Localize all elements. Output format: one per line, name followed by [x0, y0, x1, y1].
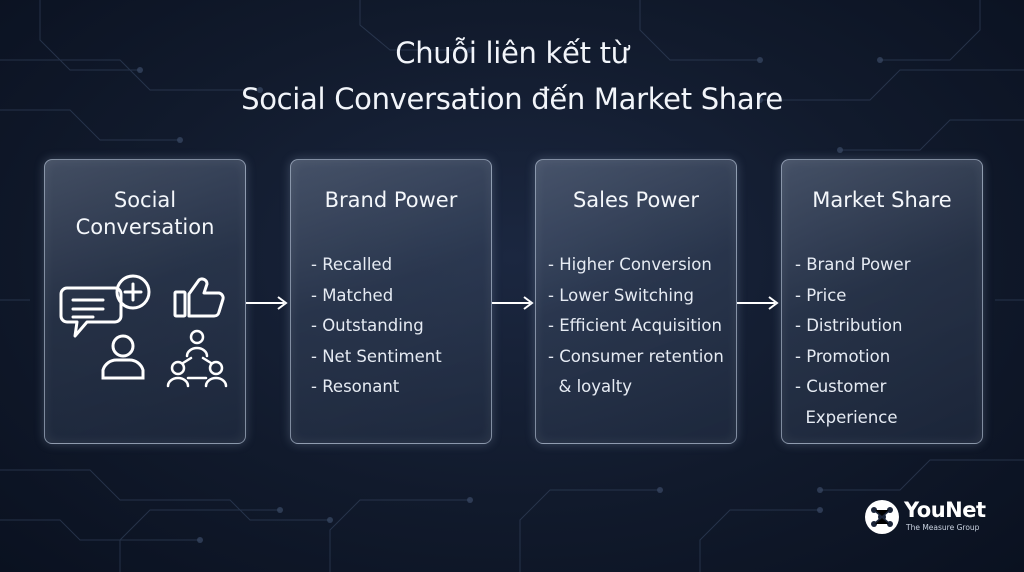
list-item: - Efficient Acquisition: [548, 316, 722, 335]
card-title: Social Conversation: [45, 187, 245, 241]
logo-tagline: The Measure Group: [906, 523, 980, 532]
page-title: Chuỗi liên kết từ Social Conversation đế…: [0, 30, 1024, 122]
arrow-2: [492, 296, 534, 310]
card-social-conversation: Social Conversation: [44, 159, 246, 444]
list-item: - Distribution: [795, 316, 903, 335]
list-item: - Price: [795, 285, 847, 305]
card-title: Brand Power: [324, 188, 458, 212]
list-item: - Brand Power: [795, 255, 911, 274]
list-item: & loyalty: [548, 377, 632, 396]
list-item: - Recalled: [311, 255, 393, 274]
user-network-icon: [166, 329, 228, 388]
thumbs-up-icon: [173, 277, 225, 318]
list-item: - Higher Conversion: [548, 255, 712, 274]
list-item: - Resonant: [311, 377, 400, 396]
card-brand-power: Brand Power - Recalled - Matched - Outst…: [290, 159, 492, 444]
list-item: - Customer: [795, 377, 887, 396]
arrow-3: [737, 296, 779, 310]
card-item-list: - Recalled - Matched - Outstanding - Net…: [311, 250, 491, 403]
arrow-1: [246, 296, 288, 310]
card-market-share: Market Share - Brand Power - Price - Dis…: [781, 159, 983, 444]
title-line-1: Chuỗi liên kết từ: [395, 36, 629, 70]
title-line-2: Social Conversation đến Market Share: [241, 82, 783, 116]
list-item: Experience: [795, 407, 898, 427]
logo-name: YouNet: [904, 498, 986, 522]
list-item: - Net Sentiment: [311, 346, 442, 366]
card-item-list: - Brand Power - Price - Distribution - P…: [795, 250, 982, 433]
list-item: - Consumer retention: [548, 346, 724, 366]
social-icons-group: [59, 274, 228, 388]
card-sales-power: Sales Power - Higher Conversion - Lower …: [535, 159, 737, 444]
card-title-line-2: Conversation: [75, 215, 215, 239]
card-title: Sales Power: [572, 188, 700, 212]
list-item: - Outstanding: [311, 316, 424, 335]
user-icon: [101, 334, 145, 380]
card-title-line-1: Social: [113, 188, 177, 212]
younet-logo-icon: [865, 500, 899, 534]
younet-logo: YouNet The Measure Group: [864, 497, 994, 537]
list-item: - Promotion: [795, 346, 891, 366]
list-item: - Lower Switching: [548, 285, 694, 305]
chat-plus-icon: [59, 274, 151, 338]
card-title: Market Share: [812, 188, 952, 212]
list-item: - Matched: [311, 285, 394, 305]
card-item-list: - Higher Conversion - Lower Switching - …: [548, 250, 736, 403]
